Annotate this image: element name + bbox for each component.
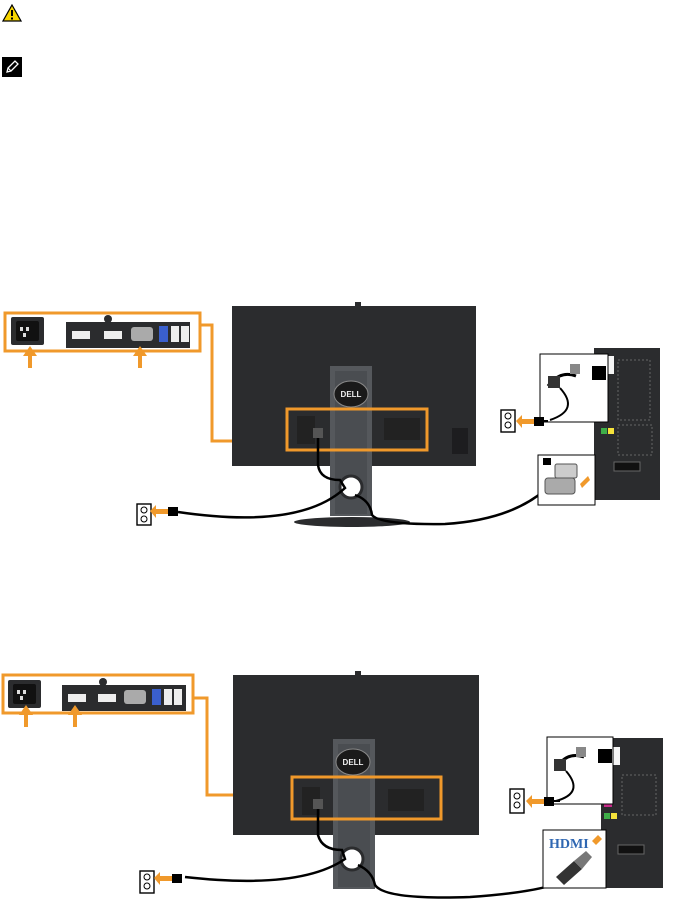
monitor-back: DELL: [233, 671, 479, 889]
usb-upstream-port-icon: [159, 326, 168, 342]
displayport-port-icon: [104, 331, 122, 339]
vga-port-icon: [124, 690, 146, 704]
wall-outlet-left: [140, 871, 182, 893]
pc-hdmi-callout: HDMI: [543, 830, 606, 888]
hdmi-port-icon: [72, 331, 90, 339]
note-icon: [2, 57, 22, 77]
pc-power-callout: [540, 354, 608, 422]
hdmi-cable-label: HDMI: [549, 837, 589, 852]
monitor-logo: DELL: [343, 758, 364, 767]
vga-port-icon: [131, 327, 153, 341]
caution-icon: [2, 4, 22, 22]
hdmi-connection-diagram: DELL: [0, 665, 676, 901]
vga-connection-diagram: DELL: [0, 300, 676, 550]
connector-panel-callout: [5, 313, 200, 351]
monitor-logo: DELL: [341, 390, 362, 399]
wall-outlet-left: [137, 504, 178, 525]
pc-power-callout: [547, 737, 613, 804]
pc-vga-callout: [538, 455, 595, 505]
displayport-port-icon: [98, 694, 116, 702]
hdmi-port-icon: [68, 694, 86, 702]
monitor-back: DELL: [232, 302, 476, 527]
usb-upstream-port-icon: [152, 689, 161, 705]
hdmi-cable: [358, 865, 560, 898]
connector-panel-callout: [3, 675, 193, 713]
